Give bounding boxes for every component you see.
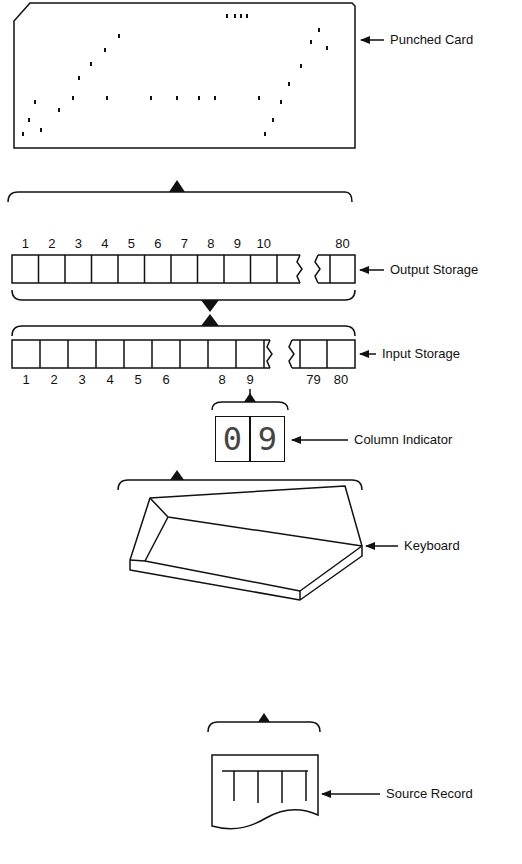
column-number: 4 <box>101 237 108 251</box>
card-punch <box>264 132 266 136</box>
column-number: 80 <box>335 237 349 251</box>
column-number: 8 <box>218 373 225 387</box>
bracket <box>208 722 320 732</box>
card-punch <box>22 132 24 136</box>
punched-card <box>14 3 355 148</box>
card-punch <box>326 46 328 50</box>
bracket <box>118 480 362 490</box>
part-label: Column Indicator <box>354 433 452 447</box>
card-punch <box>28 118 30 122</box>
card-punch <box>104 48 106 52</box>
card-punch <box>34 100 36 104</box>
bracket <box>12 290 355 300</box>
card-punch <box>272 118 274 122</box>
card-punch <box>118 34 120 38</box>
indicator-digit-text: 0 <box>223 423 242 455</box>
card-punch <box>150 96 152 100</box>
card-punch <box>258 96 260 100</box>
column-number: 6 <box>154 237 161 251</box>
column-number: 1 <box>22 237 29 251</box>
column-number: 6 <box>162 373 169 387</box>
column-number: 7 <box>181 237 188 251</box>
card-punch <box>58 108 60 112</box>
card-punch <box>280 100 282 104</box>
card-punch <box>78 76 80 80</box>
part-label: Punched Card <box>390 33 473 47</box>
bracket <box>12 326 355 336</box>
indicator-digit: 9 <box>250 416 285 462</box>
bracket <box>8 192 352 202</box>
column-number: 5 <box>128 237 135 251</box>
card-punch <box>214 96 216 100</box>
leader-arrow <box>292 40 398 794</box>
card-punch <box>176 96 178 100</box>
card-punch <box>226 14 228 18</box>
bracket <box>212 402 288 410</box>
card-punch <box>318 28 320 32</box>
card-punch <box>310 40 312 44</box>
part-label: Input Storage <box>382 347 460 361</box>
column-number: 8 <box>207 237 214 251</box>
column-number: 1 <box>22 373 29 387</box>
card-punch <box>234 14 236 18</box>
part-label: Keyboard <box>404 539 460 553</box>
card-punch <box>198 96 200 100</box>
card-punch <box>288 82 290 86</box>
column-number: 9 <box>234 237 241 251</box>
card-punch <box>72 96 74 100</box>
column-number: 3 <box>75 237 82 251</box>
column-number: 9 <box>246 373 253 387</box>
part-label: Output Storage <box>390 263 478 277</box>
part-label: Source Record <box>386 787 473 801</box>
keyboard <box>130 486 362 600</box>
input-storage-register <box>12 340 355 368</box>
column-number: 5 <box>134 373 141 387</box>
source-record <box>212 755 318 829</box>
card-punch <box>106 96 108 100</box>
column-number: 79 <box>306 373 320 387</box>
card-punch <box>300 64 302 68</box>
column-number: 2 <box>48 237 55 251</box>
indicator-digit: 0 <box>215 416 250 462</box>
column-number: 4 <box>106 373 113 387</box>
column-number: 2 <box>50 373 57 387</box>
column-number: 10 <box>257 237 271 251</box>
card-punch <box>90 62 92 66</box>
card-punch <box>240 14 242 18</box>
card-punch <box>40 128 42 132</box>
card-punches <box>22 14 328 136</box>
indicator-digit-text: 9 <box>258 423 277 455</box>
card-punch <box>246 14 248 18</box>
column-number: 80 <box>334 373 348 387</box>
column-number: 3 <box>78 373 85 387</box>
output-storage-register <box>12 255 355 283</box>
